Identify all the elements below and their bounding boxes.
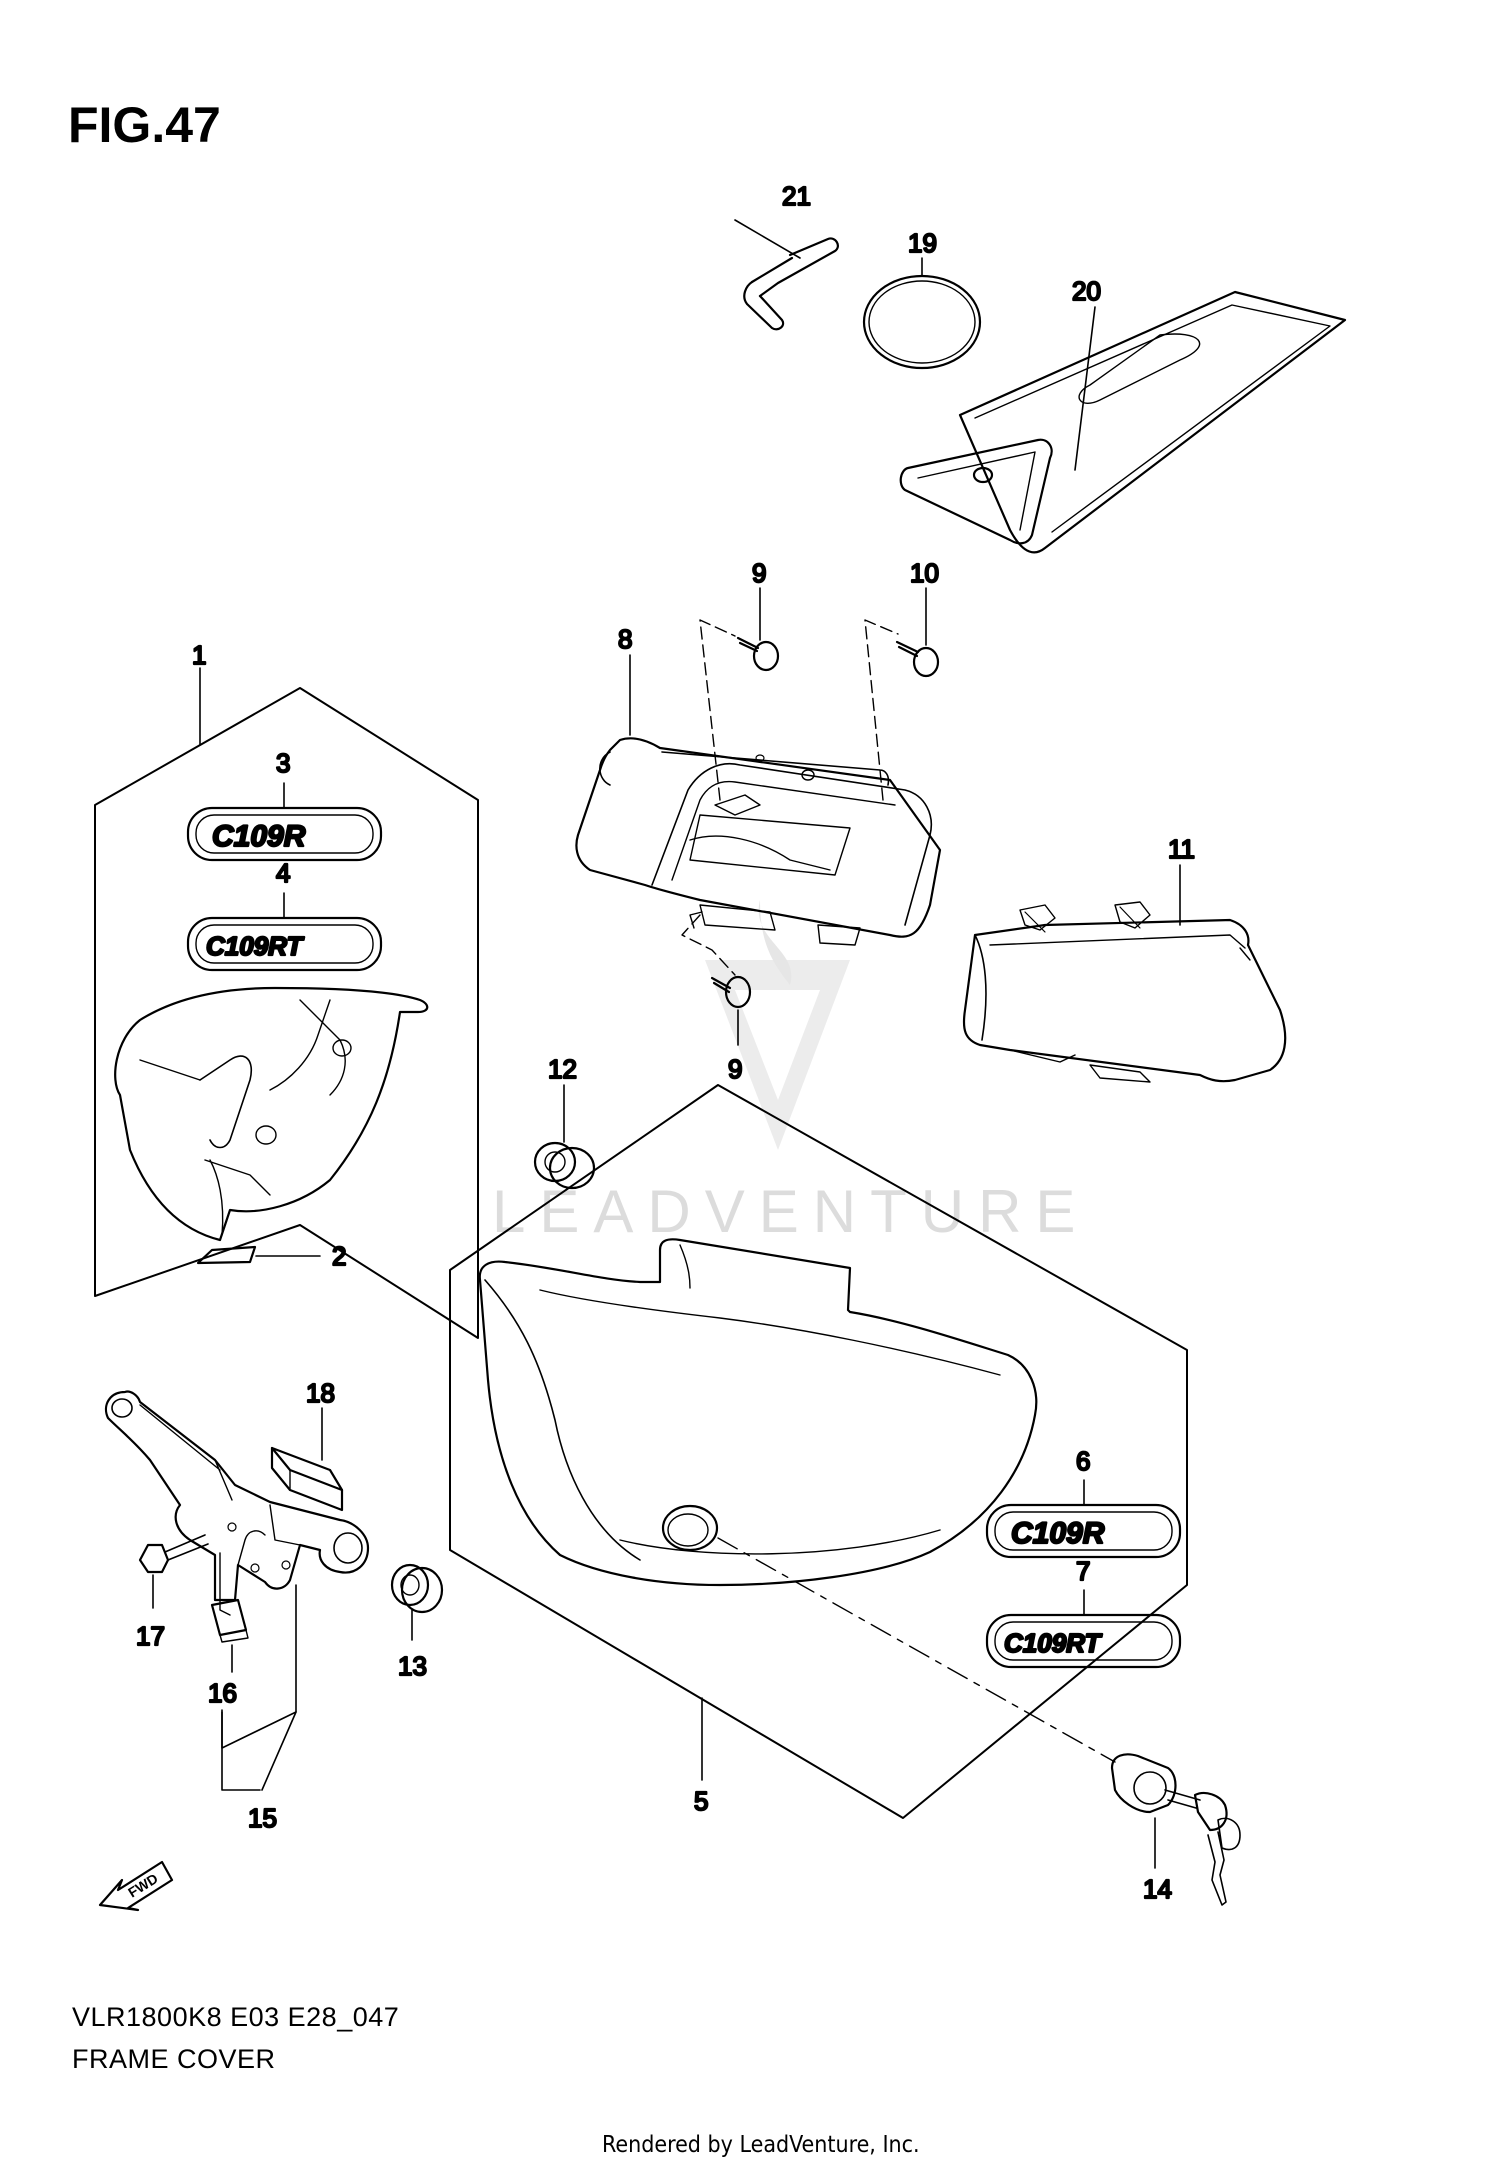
emblem-3-text: C109R — [212, 820, 306, 853]
callout-21: 21 — [782, 181, 811, 211]
watermark-text: LEADVENTURE — [492, 1178, 1089, 1245]
callout-9-top: 9 — [752, 558, 766, 588]
part-15-bracket — [104, 1390, 370, 1791]
figure-name: FRAME COVER — [72, 2044, 276, 2074]
part-11-side-cover — [962, 864, 1287, 1083]
part-13-grommet — [390, 1563, 444, 1641]
callout-7: 7 — [1076, 1556, 1090, 1586]
callout-12: 12 — [548, 1054, 577, 1084]
callout-17: 17 — [136, 1621, 165, 1651]
part-3-emblem-c109r — [186, 782, 383, 862]
callout-13: 13 — [398, 1651, 427, 1681]
callout-15: 15 — [248, 1803, 277, 1833]
callout-8: 8 — [618, 624, 632, 654]
right-frame-cover — [478, 1238, 1116, 1763]
callout-14: 14 — [1143, 1874, 1172, 1904]
callout-19: 19 — [908, 228, 937, 258]
part-20-tool-bag — [899, 290, 1347, 554]
part-9-screw-top — [736, 587, 780, 672]
emblem-6-text: C109R — [1011, 1517, 1105, 1550]
part-14-key-lock — [1110, 1753, 1241, 1906]
emblem-7-text: C109RT — [1004, 1628, 1102, 1658]
callout-3: 3 — [276, 748, 290, 778]
model-code: VLR1800K8 E03 E28_047 — [72, 2002, 400, 2032]
callout-11: 11 — [1168, 834, 1195, 864]
fwd-arrow-icon: FWD — [98, 1860, 174, 1912]
figure-title: FIG.47 — [68, 97, 221, 153]
callout-5: 5 — [694, 1786, 708, 1816]
callout-18: 18 — [306, 1378, 335, 1408]
part-6-emblem-c109r — [985, 1479, 1182, 1559]
part-5-cover-set-outline — [449, 1084, 1188, 1819]
part-16-pad — [210, 1598, 249, 1673]
part-7-emblem-c109rt — [985, 1589, 1182, 1669]
part-9-screw-bottom — [710, 975, 752, 1046]
part-1-cover-set-outline — [94, 667, 479, 1339]
leadventure-watermark: LEADVENTURE — [492, 900, 1089, 1245]
callout-4: 4 — [276, 858, 290, 888]
callout-10: 10 — [910, 558, 939, 588]
callout-20: 20 — [1072, 276, 1101, 306]
callout-2: 2 — [332, 1241, 346, 1271]
callout-6: 6 — [1076, 1446, 1090, 1476]
part-4-emblem-c109rt — [186, 892, 383, 972]
rendered-by-credit: Rendered by LeadVenture, Inc. — [602, 2132, 920, 2158]
emblem-4-text: C109RT — [206, 931, 304, 961]
part-18-pad — [270, 1407, 344, 1512]
callout-9-bottom: 9 — [728, 1054, 742, 1084]
part-17-bolt — [138, 1534, 209, 1609]
callout-1: 1 — [192, 640, 206, 670]
part-19-o-ring — [862, 257, 982, 370]
part-12-grommet — [533, 1084, 596, 1190]
part-2-label — [196, 1245, 321, 1265]
callout-16: 16 — [208, 1678, 237, 1708]
left-frame-cover — [114, 986, 429, 1242]
part-10-screw — [895, 587, 940, 678]
part-8-frame-cover-bracket — [575, 619, 942, 976]
part-21-hex-key — [734, 219, 839, 331]
